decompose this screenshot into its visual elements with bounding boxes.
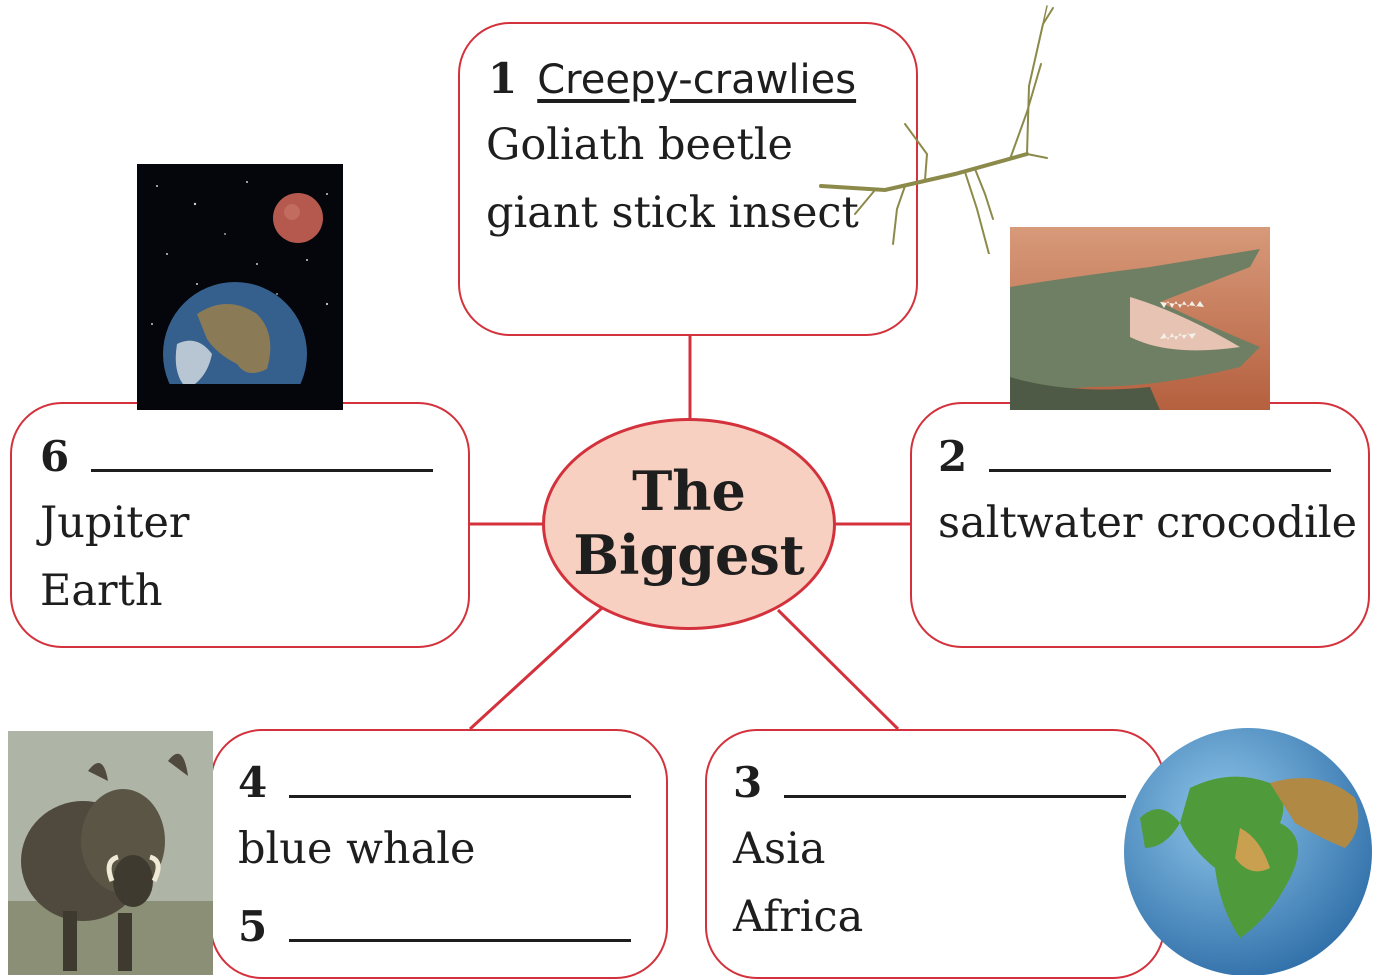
box-4-heading: 4 bbox=[238, 760, 631, 804]
box-6-heading: 6 bbox=[40, 434, 433, 478]
connector-bottom-right bbox=[778, 610, 898, 729]
answer-blank-4[interactable] bbox=[289, 795, 631, 798]
box-creepy-crawlies-heading: 1 Creepy-crawlies bbox=[488, 56, 856, 100]
item-jupiter: Jupiter bbox=[40, 502, 190, 545]
item-asia: Asia bbox=[733, 828, 826, 871]
stick-insect-image bbox=[815, 4, 1055, 254]
number-3: 3 bbox=[733, 762, 762, 804]
item-earth: Earth bbox=[40, 570, 163, 613]
box-5-heading: 5 bbox=[238, 904, 631, 948]
number-4: 4 bbox=[238, 762, 267, 804]
center-line-1: The bbox=[632, 460, 746, 524]
number-5: 5 bbox=[238, 906, 267, 948]
warthog-image bbox=[8, 731, 213, 975]
number-6: 6 bbox=[40, 436, 69, 478]
box-3-heading: 3 bbox=[733, 760, 1126, 804]
answer-blank-5[interactable] bbox=[289, 939, 631, 942]
answer-blank-3[interactable] bbox=[784, 795, 1126, 798]
box-2-heading: 2 bbox=[938, 434, 1331, 478]
number-1: 1 bbox=[488, 58, 517, 100]
item-saltwater-crocodile: saltwater crocodile bbox=[938, 502, 1357, 545]
earth-and-moon-image bbox=[137, 164, 343, 410]
item-africa: Africa bbox=[733, 896, 863, 939]
number-2: 2 bbox=[938, 436, 967, 478]
item-blue-whale: blue whale bbox=[238, 828, 475, 871]
answer-blank-6[interactable] bbox=[91, 469, 433, 472]
globe-image bbox=[1120, 728, 1376, 975]
category-title: Creepy-crawlies bbox=[537, 60, 856, 100]
connector-bottom-left bbox=[470, 608, 602, 729]
item-giant-stick-insect: giant stick insect bbox=[486, 192, 859, 235]
center-topic: The Biggest bbox=[542, 418, 836, 630]
crocodile-image bbox=[1010, 227, 1270, 410]
center-line-2: Biggest bbox=[573, 524, 804, 588]
answer-blank-2[interactable] bbox=[989, 469, 1331, 472]
item-goliath-beetle: Goliath beetle bbox=[486, 124, 793, 167]
